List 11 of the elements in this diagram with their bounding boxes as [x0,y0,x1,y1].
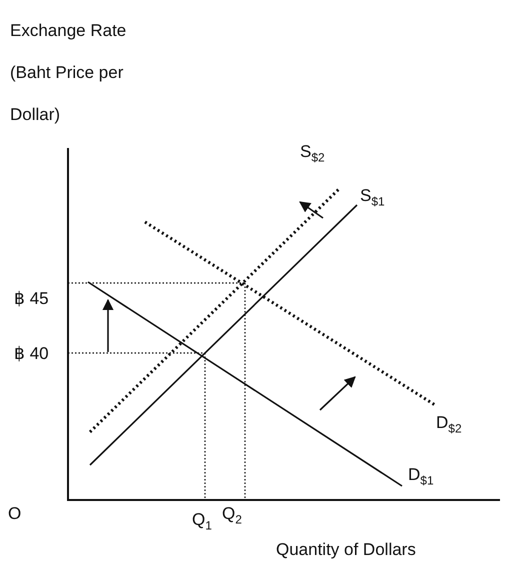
tick-label: Q$_{1}$ [192,510,212,532]
axis-label: Quantity of Dollars [276,540,416,560]
curve-label: S$_{$2}$ [300,142,325,164]
tick-label: ฿ 45 [14,288,49,309]
axis-label: Exchange Rate (Baht Price per Dollar) [10,20,128,126]
curve-label: D$_{$1}$ [408,465,434,488]
curve-label: S$_{$1}$ [360,186,385,208]
tick-label: Q$_{2}$ [222,504,242,526]
origin-label: O [8,504,22,524]
curve-label: D$_{$2}$ [436,413,462,436]
tick-label: ฿ 40 [14,343,49,364]
